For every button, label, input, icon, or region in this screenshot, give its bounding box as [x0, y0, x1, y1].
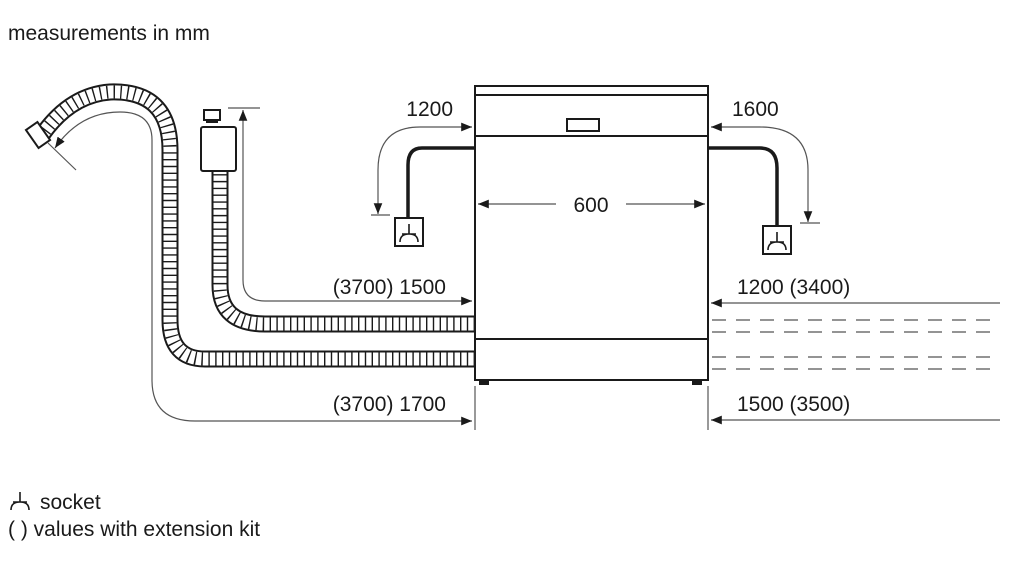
- socket-icon: [394, 217, 424, 247]
- foot: [692, 380, 702, 385]
- legend-extension-text: values with extension kit: [33, 518, 261, 541]
- dim-left-drain: [54, 111, 472, 426]
- power-cord-right: [708, 146, 779, 226]
- dim-left-cord: [373, 122, 472, 214]
- hose-fitting: [24, 120, 52, 150]
- right-drain-label: 1500 (3500): [737, 393, 850, 416]
- socket-icon: [762, 225, 792, 255]
- legend-extension: ( ) values with extension kit: [8, 518, 260, 542]
- power-cord-left: [406, 146, 475, 218]
- dishwasher-front: [474, 85, 709, 385]
- left-drain-label: (3700) 1700: [333, 393, 446, 416]
- left-cord-label: 1200: [406, 98, 453, 121]
- control-display: [566, 118, 600, 132]
- foot: [479, 380, 489, 385]
- left-inlet-label: (3700) 1500: [333, 276, 446, 299]
- right-cord-label: 1600: [732, 98, 779, 121]
- inlet-filter: [200, 126, 237, 172]
- legend-extension-symbol: ( ): [8, 518, 28, 541]
- measurements-unit-label: measurements in mm: [8, 22, 210, 45]
- inlet-connector: [203, 109, 221, 121]
- dim-left-inlet: [238, 110, 472, 306]
- legend-socket: socket: [40, 491, 101, 514]
- width-label: 600: [573, 194, 608, 217]
- socket-icon: [10, 492, 30, 511]
- dim-right-cord: [711, 122, 813, 222]
- hose-continuation: [712, 319, 1000, 370]
- right-inlet-label: 1200 (3400): [737, 276, 850, 299]
